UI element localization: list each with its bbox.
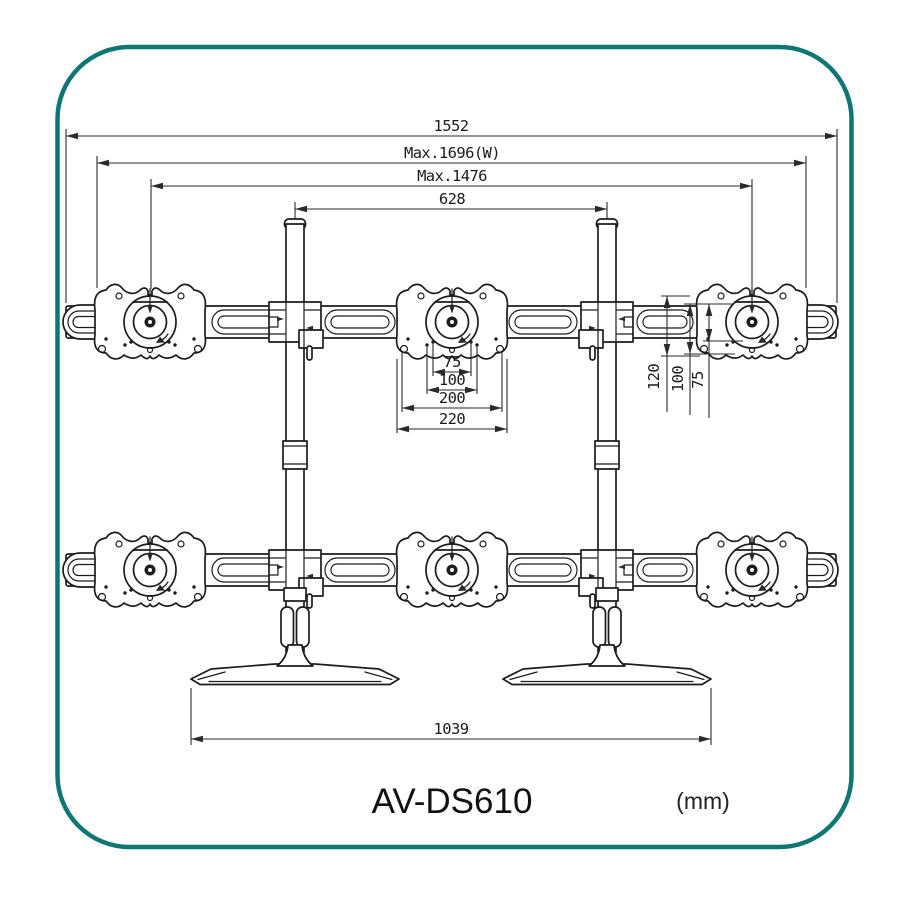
dimension-lines-vesa xyxy=(396,341,508,433)
dimension-lines-top xyxy=(65,129,838,303)
dim-label-v100: 100 xyxy=(669,366,687,392)
monitor-arm-row-top xyxy=(63,284,838,360)
frame-border xyxy=(55,44,854,850)
dim-label-max-total-width: Max.1696(W) xyxy=(404,144,500,162)
dim-label-overall-width: 1552 xyxy=(434,117,469,135)
dimension-lines-vertical-right xyxy=(661,295,743,418)
dim-label-220: 220 xyxy=(439,410,465,428)
dim-label-max-span: Max.1476 xyxy=(417,167,487,185)
monitor-arm-row-bottom xyxy=(63,532,838,608)
dim-label-v75: 75 xyxy=(689,371,707,389)
dim-label-base-span: 1039 xyxy=(434,720,469,738)
dim-label-pole-distance: 628 xyxy=(439,190,465,208)
dimension-lines-base xyxy=(190,688,712,745)
dim-label-200: 200 xyxy=(439,389,465,407)
model-label: AV-DS610 xyxy=(372,782,533,821)
dim-label-vesa-100: 100 xyxy=(439,371,465,389)
units-label: (mm) xyxy=(676,788,730,814)
dim-label-vesa-75: 75 xyxy=(443,353,461,371)
dim-label-v120: 120 xyxy=(645,364,663,390)
